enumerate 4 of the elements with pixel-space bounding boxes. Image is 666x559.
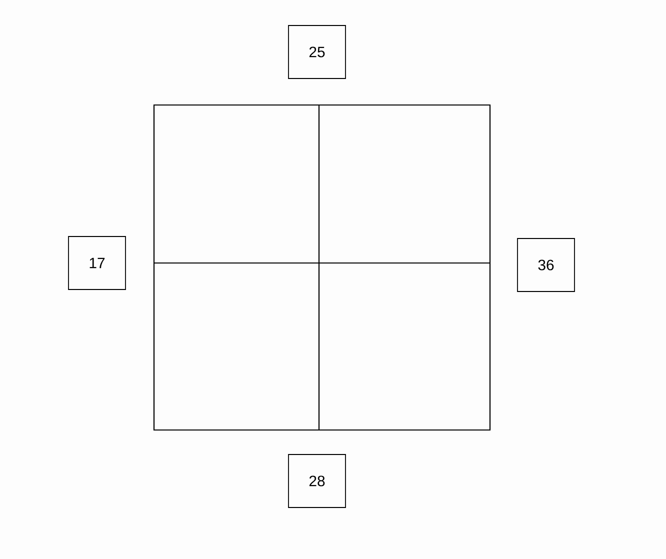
- number-box: 17: [68, 236, 126, 290]
- number-box: 25: [288, 25, 346, 79]
- number-box: 28: [288, 454, 346, 508]
- number-box: 36: [517, 238, 575, 292]
